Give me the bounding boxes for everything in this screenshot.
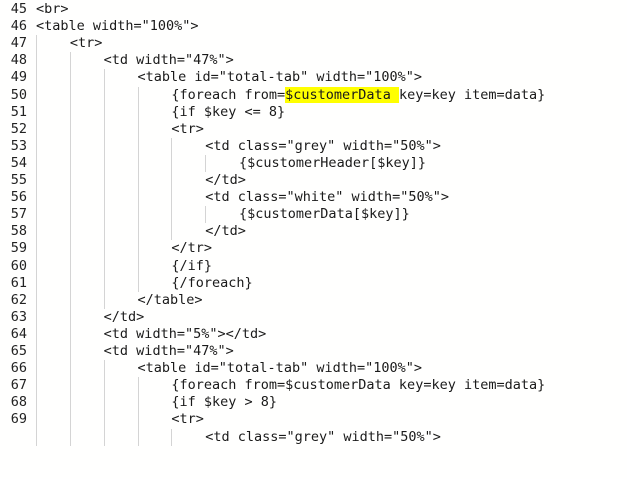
- line-number: 68: [10, 394, 27, 411]
- line-number: 69: [10, 411, 27, 428]
- line-number: 54: [10, 154, 27, 171]
- code-text: <br>: [36, 1, 69, 17]
- indent-guide: [205, 154, 207, 172]
- line-number: 57: [10, 206, 27, 223]
- code-line[interactable]: <td width="5%"></td>: [104, 326, 267, 343]
- code-text: {/foreach}: [171, 274, 253, 291]
- code-text: </table>: [137, 291, 203, 308]
- code-text: {if $key <= 8}: [171, 103, 286, 120]
- code-text: </tr>: [171, 240, 212, 257]
- code-text: {foreach from=$customerData key=key item…: [171, 377, 546, 394]
- code-text: </td>: [205, 223, 246, 240]
- code-text: {foreach from=: [171, 86, 286, 103]
- line-number: 62: [10, 291, 27, 308]
- code-text: <td class="white" width="50%">: [205, 189, 450, 206]
- code-line[interactable]: <tr>: [171, 121, 204, 138]
- indent-guide: [137, 377, 139, 446]
- code-line[interactable]: <br>: [36, 1, 69, 18]
- code-line[interactable]: <tr>: [171, 411, 204, 428]
- code-line[interactable]: {foreach from=$customerData key=key item…: [171, 377, 545, 394]
- code-line[interactable]: <td class="grey" width="50%">: [205, 138, 441, 155]
- code-line[interactable]: <table id="total-tab" width="100%">: [138, 360, 422, 377]
- code-text: <table id="total-tab" width="100%">: [137, 69, 422, 86]
- code-line[interactable]: <td width="47%">: [104, 52, 234, 69]
- indent-guide: [137, 86, 139, 292]
- line-number: 58: [10, 223, 27, 240]
- line-number: 67: [10, 377, 27, 394]
- code-line[interactable]: </td>: [205, 172, 246, 189]
- code-text: {$customerData[$key]}: [239, 206, 410, 223]
- line-number: 63: [10, 308, 27, 325]
- code-text: </td>: [103, 308, 145, 325]
- line-number: 66: [10, 360, 27, 377]
- code-text: <table width="100%">: [36, 18, 199, 35]
- code-text: <tr>: [171, 120, 204, 137]
- viewport-bottom-edge: [0, 479, 627, 482]
- code-text: <tr>: [69, 35, 103, 52]
- code-line[interactable]: {if $key > 8}: [171, 394, 277, 411]
- line-number: 53: [10, 137, 27, 154]
- code-line[interactable]: <tr>: [70, 35, 103, 52]
- code-text: <table id="total-tab" width="100%">: [137, 360, 422, 377]
- line-number: 50: [10, 86, 27, 103]
- code-line[interactable]: </td>: [104, 309, 145, 326]
- code-line[interactable]: {/if}: [171, 258, 212, 275]
- code-line[interactable]: <td class="white" width="50%">: [205, 189, 449, 206]
- indent-guide: [171, 428, 173, 446]
- indent-guide: [103, 360, 105, 446]
- code-line[interactable]: {if $key <= 8}: [171, 104, 285, 121]
- code-line[interactable]: </td>: [205, 223, 246, 240]
- code-line[interactable]: {/foreach}: [171, 275, 252, 292]
- code-text: <td class="grey" width="50%">: [205, 137, 441, 154]
- line-number: 52: [10, 120, 27, 137]
- code-line[interactable]: </tr>: [171, 240, 212, 257]
- line-number: 64: [10, 325, 27, 342]
- indent-guide: [205, 206, 207, 224]
- code-text: <tr>: [171, 411, 204, 428]
- code-line[interactable]: <td class="grey" width="50%">: [205, 429, 441, 446]
- search-highlight: $customerData: [285, 86, 399, 103]
- line-number: 46: [10, 18, 27, 35]
- code-line[interactable]: </table>: [138, 292, 203, 309]
- code-line[interactable]: {$customerHeader[$key]}: [239, 155, 426, 172]
- line-number: 49: [10, 69, 27, 86]
- line-number: 56: [10, 189, 27, 206]
- line-number: 59: [10, 240, 27, 257]
- code-line[interactable]: {foreach from=$customerData key=key item…: [171, 86, 546, 104]
- code-line[interactable]: {$customerData[$key]}: [239, 206, 410, 223]
- code-text: </td>: [205, 172, 246, 188]
- indent-guide: [103, 69, 105, 309]
- indent-guide: [69, 52, 71, 446]
- line-number: 45: [10, 1, 27, 17]
- line-number: 51: [10, 103, 27, 120]
- code-text: key=key item=data}: [398, 86, 546, 103]
- line-number: 60: [10, 257, 27, 274]
- code-text: <td width="47%">: [103, 52, 234, 69]
- line-number: 47: [10, 35, 27, 52]
- code-text: <td width="5%"></td>: [103, 325, 267, 342]
- code-text: <td class="grey" width="50%">: [205, 428, 441, 445]
- code-line[interactable]: <table id="total-tab" width="100%">: [138, 69, 422, 86]
- code-text: <td width="47%">: [103, 343, 234, 359]
- code-text: {$customerHeader[$key]}: [239, 154, 426, 171]
- code-line[interactable]: <td width="47%">: [104, 343, 234, 360]
- line-number: 48: [10, 52, 27, 69]
- code-text: {/if}: [171, 257, 212, 274]
- line-number: 65: [10, 343, 27, 359]
- line-number: 61: [10, 274, 27, 291]
- code-text: {if $key > 8}: [171, 394, 278, 411]
- code-line[interactable]: <table width="100%">: [36, 18, 199, 35]
- indent-guide: [36, 35, 37, 446]
- indent-guide: [171, 137, 173, 241]
- line-number: 55: [10, 172, 27, 188]
